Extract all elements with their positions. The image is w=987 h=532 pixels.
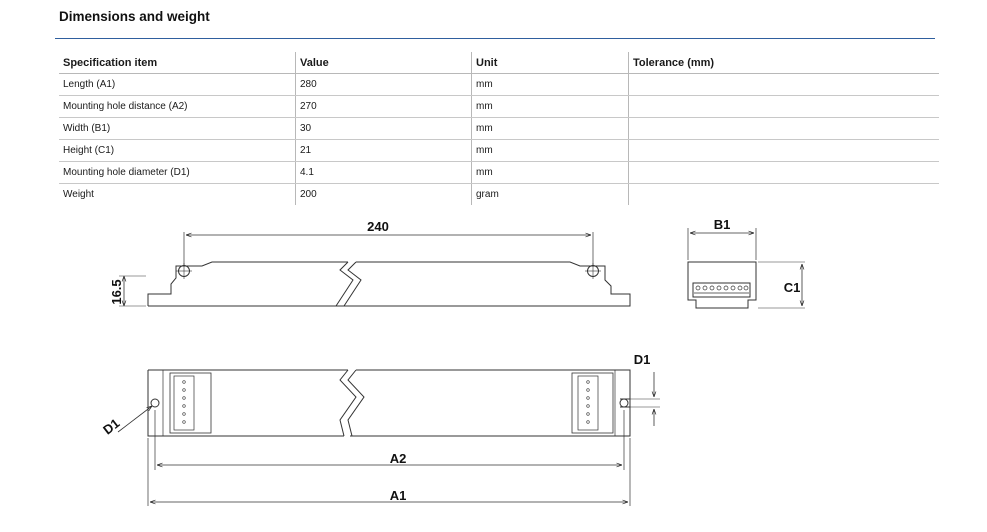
cell-value: 200 [295, 183, 472, 205]
header-spec-item: Specification item [59, 52, 296, 74]
table-row: Length (A1) 280 mm [59, 73, 939, 96]
table-header-row: Specification item Value Unit Tolerance … [59, 52, 939, 74]
dim-top-length: A1 [390, 488, 407, 503]
dim-side-height: 16.5 [109, 279, 124, 304]
cell-tolerance [628, 139, 939, 162]
dim-top-hole-diameter-right: D1 [634, 352, 651, 367]
table-row: Height (C1) 21 mm [59, 139, 939, 162]
header-unit: Unit [471, 52, 629, 74]
cell-item: Weight [63, 189, 94, 200]
cell-value: 280 [295, 73, 472, 96]
cell-unit: mm [471, 117, 629, 140]
table-row: Mounting hole diameter (D1) 4.1 mm [59, 161, 939, 184]
cell-item: Length (A1) [59, 73, 296, 96]
title-divider [55, 38, 935, 39]
cell-tolerance [628, 183, 939, 205]
cell-item: Mounting hole distance (A2) [59, 95, 296, 118]
section-title: Dimensions and weight [59, 9, 210, 24]
table-row: Weight 200 gram [59, 183, 939, 205]
cell-item: Mounting hole diameter (D1) [59, 161, 296, 184]
cell-tolerance [628, 73, 939, 96]
spec-table: Specification item Value Unit Tolerance … [59, 52, 939, 205]
cell-unit: mm [471, 73, 629, 96]
side-view [119, 232, 631, 307]
cell-unit: mm [471, 139, 629, 162]
table-row: Width (B1) 30 mm [59, 117, 939, 140]
header-value: Value [295, 52, 472, 74]
cell-tolerance [628, 117, 939, 140]
dim-top-hole-distance: A2 [390, 451, 407, 466]
cell-item: Width (B1) [59, 117, 296, 140]
dim-side-length: 240 [367, 219, 389, 234]
end-view [687, 228, 805, 309]
header-tolerance: Tolerance (mm) [628, 52, 939, 74]
cell-value: 21 [295, 139, 472, 162]
cell-value: 270 [295, 95, 472, 118]
cell-value: 4.1 [295, 161, 472, 184]
cell-tolerance [628, 95, 939, 118]
cell-unit: mm [471, 161, 629, 184]
top-view [117, 369, 660, 506]
cell-item: Height (C1) [59, 139, 296, 162]
cell-unit: gram [471, 183, 629, 205]
cell-value: 30 [295, 117, 472, 140]
dim-top-hole-diameter-left: D1 [100, 415, 122, 437]
cell-tolerance [628, 161, 939, 184]
table-row: Mounting hole distance (A2) 270 mm [59, 95, 939, 118]
dim-end-height: C1 [784, 280, 801, 295]
dim-end-width: B1 [714, 217, 731, 232]
cell-unit: mm [471, 95, 629, 118]
